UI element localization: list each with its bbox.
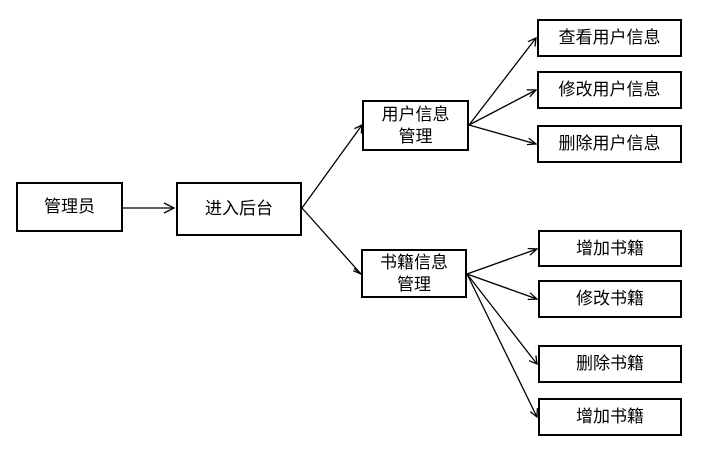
arrow-user-mgmt-to-delete (468, 124, 537, 145)
node-enter-backend-label: 进入后台 (205, 199, 273, 219)
node-add-book: 增加书籍 (538, 230, 682, 267)
arrow-backend-to-user-mgmt (301, 124, 363, 209)
arrow-user-mgmt-to-edit (468, 89, 537, 126)
node-user-info-management-line2: 管理 (398, 126, 433, 147)
arrowhead-book-mgmt-to-add (527, 247, 539, 256)
node-book-info-management-line1: 书籍信息 (380, 252, 448, 273)
arrowhead-book-mgmt-to-edit (527, 292, 539, 301)
node-user-info-management: 用户信息 管理 (362, 100, 469, 151)
arrowhead-book-mgmt-to-add-2 (529, 408, 539, 419)
arrowhead-user-mgmt-to-edit (526, 89, 538, 98)
arrow-book-mgmt-to-delete (466, 273, 538, 365)
node-delete-user-info-label: 删除用户信息 (558, 134, 661, 154)
arrowhead-user-mgmt-to-view (527, 36, 537, 47)
node-view-user-info-label: 查看用户信息 (558, 28, 661, 48)
arrow-book-mgmt-to-edit (466, 273, 538, 300)
arrowhead-book-mgmt-to-delete (528, 355, 538, 366)
node-edit-book: 修改书籍 (538, 280, 682, 318)
node-view-user-info: 查看用户信息 (537, 19, 682, 57)
node-delete-user-info: 删除用户信息 (537, 125, 682, 163)
node-edit-user-info: 修改用户信息 (537, 71, 682, 109)
node-enter-backend: 进入后台 (176, 182, 302, 236)
node-add-book-2-label: 增加书籍 (576, 407, 644, 427)
arrow-user-mgmt-to-view (468, 37, 537, 126)
node-delete-book: 删除书籍 (538, 345, 682, 383)
node-book-info-management: 书籍信息 管理 (361, 249, 467, 298)
node-delete-book-label: 删除书籍 (576, 354, 644, 374)
node-user-info-management-line1: 用户信息 (381, 104, 450, 125)
arrow-book-mgmt-to-add-2 (466, 273, 538, 418)
node-add-book-label: 增加书籍 (576, 238, 644, 259)
arrow-backend-to-book-mgmt (301, 207, 362, 275)
node-edit-user-info-label: 修改用户信息 (558, 80, 661, 100)
node-add-book-2: 增加书籍 (538, 398, 682, 436)
node-edit-book-label: 修改书籍 (576, 289, 644, 309)
node-admin: 管理员 (16, 182, 123, 232)
arrowhead-admin-to-backend (163, 202, 176, 214)
node-admin-label: 管理员 (44, 197, 95, 217)
arrow-book-mgmt-to-add (466, 248, 538, 275)
arrowhead-user-mgmt-to-delete (526, 137, 538, 146)
node-book-info-management-line2: 管理 (397, 274, 431, 295)
